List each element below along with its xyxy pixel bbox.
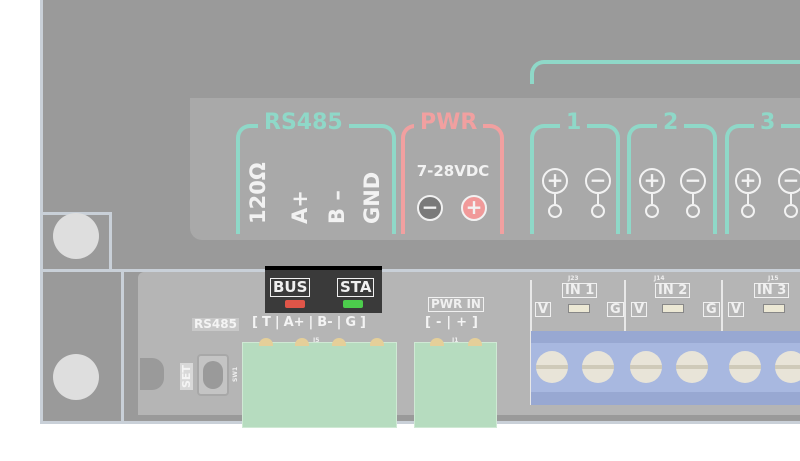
plus-icon: + [639,168,665,194]
rs485-pin-b: B – [325,190,349,224]
in2-led [662,304,684,313]
minus-icon: − [680,168,706,194]
plus-icon: + [735,168,761,194]
mount-hole-upper [53,213,99,259]
in3-ref: J15 [768,275,779,282]
pwr-ref: J1 [452,337,459,344]
notch [140,358,164,390]
pin-g: G [345,315,357,330]
mount-hole-lower [53,354,99,400]
plus-icon: + [542,168,568,194]
channels-bracket [530,60,800,84]
screw-icon[interactable] [582,351,614,383]
in1-v: V [535,302,552,317]
rs485-ref: J5 [313,337,320,344]
screw-icon[interactable] [775,351,800,383]
rs485-title: RS485 [258,110,349,135]
in2-v: V [631,302,648,317]
in2-g: G [703,302,720,317]
pin-b: B- [317,315,333,330]
screw-icon[interactable] [729,351,761,383]
divider [122,269,800,272]
pwr-voltage: 7-28VDC [416,162,490,180]
minus-icon: − [778,168,800,194]
pwr-title: PWR [414,110,484,135]
terminal-ring-icon [645,204,659,218]
in1-label: IN 1 [562,283,598,298]
in1-g: G [607,302,624,317]
set-button[interactable] [197,354,229,396]
in1-led [568,304,590,313]
in3-led [763,304,785,313]
channel-2-title: 2 [657,110,685,135]
pin-t: T [261,315,271,330]
sta-label: STA [337,278,375,297]
plus-icon: + [461,195,487,221]
terminal-ring-icon [784,204,798,218]
set-ref: SW1 [232,366,239,382]
rs485-pin-120: 120Ω [246,162,270,224]
screw-icon[interactable] [630,351,662,383]
pin-minus: - [435,315,442,330]
screw-icon[interactable] [536,351,568,383]
in2-label: IN 2 [655,283,691,298]
rs485-pin-labels: [T|A+|B-|G] [252,315,366,330]
mount-cell-lower [40,269,124,424]
pin-a: A+ [283,315,305,330]
sta-led [343,300,363,308]
rs485-silk-label: RS485 [192,317,239,331]
channel-3-title: 3 [754,110,782,135]
screw-icon[interactable] [676,351,708,383]
rs485-pin-gnd: GND [360,171,384,224]
in3-label: IN 3 [754,283,790,298]
pin-plus: + [456,315,468,330]
minus-icon: − [585,168,611,194]
pwr-in-pins: [-|+] [425,315,478,330]
channel-1-title: 1 [560,110,588,135]
rs485-pin-a: A+ [288,190,312,224]
bus-led [285,300,305,308]
in1-ref: J23 [568,275,579,282]
terminal-ring-icon [548,204,562,218]
terminal-ring-icon [591,204,605,218]
minus-icon: − [417,195,443,221]
pwr-in-label: PWR IN [428,297,484,312]
in2-ref: J14 [654,275,665,282]
in3-v: V [728,302,745,317]
bus-label: BUS [270,278,311,297]
pwr-connector [414,342,497,428]
rs485-connector [242,342,397,428]
set-label: SET [180,363,193,390]
terminal-ring-icon [741,204,755,218]
terminal-ring-icon [686,204,700,218]
